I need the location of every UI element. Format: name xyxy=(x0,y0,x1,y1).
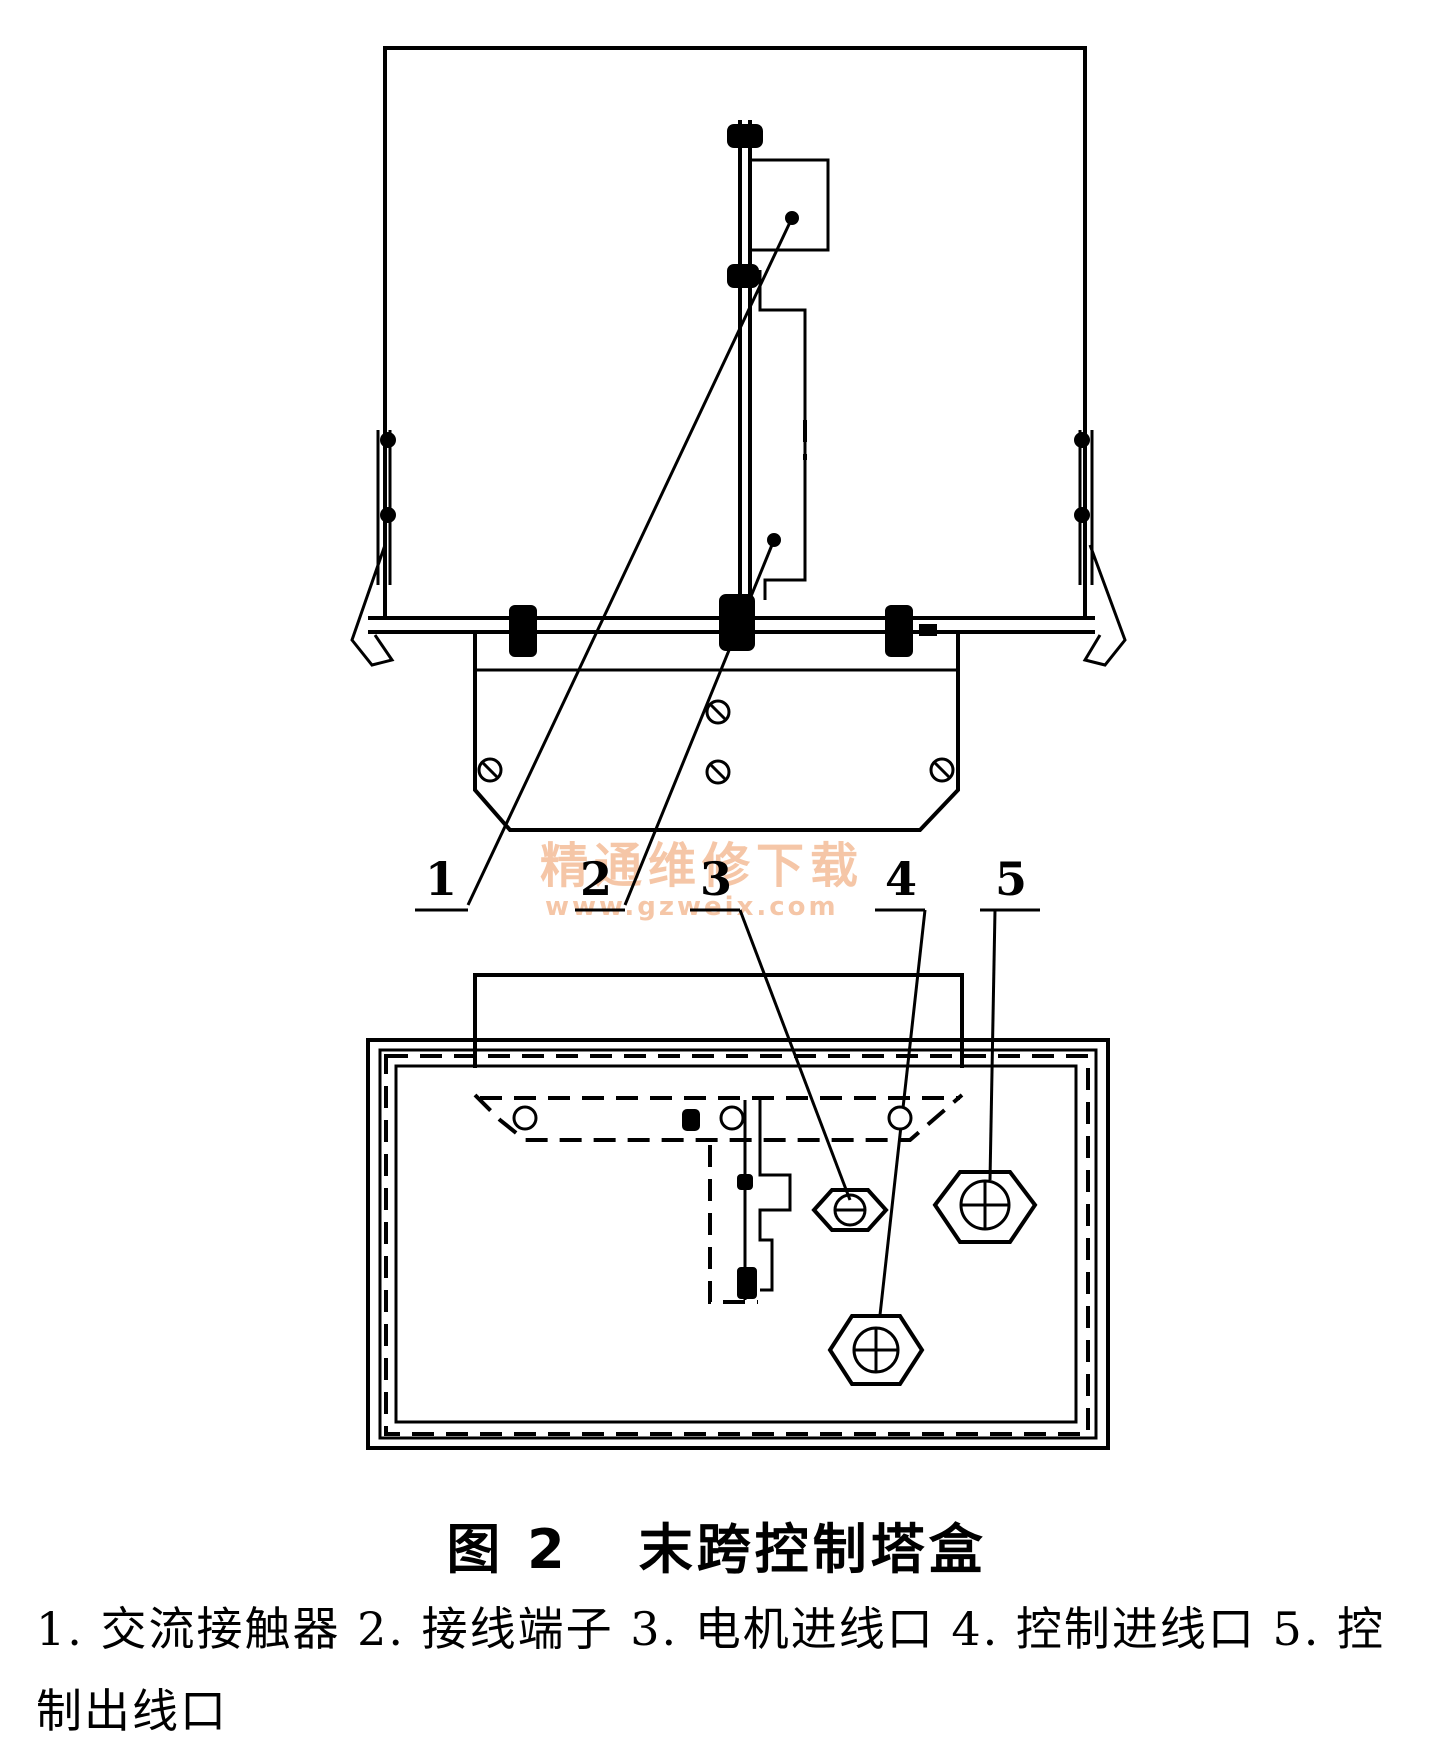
callout-5: 5 xyxy=(995,852,1027,906)
box-body xyxy=(366,973,1110,1450)
figure-caption-title: 图 2 末跨控制塔盒 xyxy=(0,1505,1433,1584)
cover-panel xyxy=(350,46,1127,667)
control-inlet-gland xyxy=(827,1314,925,1386)
watermark-text: 精通维修下载 xyxy=(540,838,864,894)
contactor-assembly xyxy=(509,120,937,657)
callout-2: 2 xyxy=(580,852,612,906)
figure-number: 图 2 xyxy=(446,1518,569,1581)
figure-title: 末跨控制塔盒 xyxy=(638,1518,987,1581)
figure-legend: 1. 交流接触器 2. 接线端子 3. 电机进线口 4. 控制进线口 5. 控制… xyxy=(36,1602,1386,1738)
watermark-url: www.gzweix.com xyxy=(545,892,839,922)
mounting-plate xyxy=(473,632,960,832)
callout-1: 1 xyxy=(425,852,457,906)
motor-inlet-gland xyxy=(811,1188,889,1232)
callout-4: 4 xyxy=(885,852,917,906)
control-box-diagram: 精通维修下载 www.gzweix.com 1 2 3 4 5 xyxy=(350,46,1127,1450)
callout-3: 3 xyxy=(700,852,732,906)
control-outlet-gland xyxy=(932,1170,1038,1244)
